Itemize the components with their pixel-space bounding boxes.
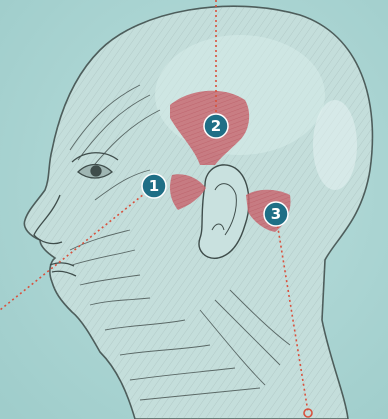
marker-3-number: 3 [271, 205, 281, 223]
marker-1: 1 [142, 174, 166, 198]
marker-2-number: 2 [211, 117, 221, 135]
marker-3: 3 [264, 202, 288, 226]
marker-2: 2 [204, 114, 228, 138]
marker-1-number: 1 [149, 177, 159, 195]
